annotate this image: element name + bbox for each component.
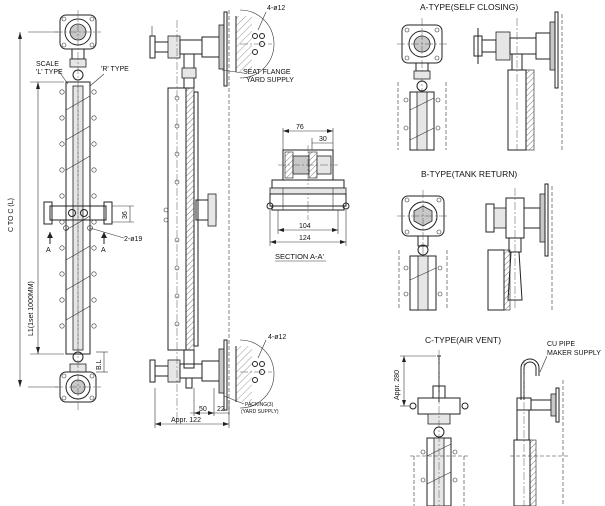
dim-76: 76 (296, 124, 304, 131)
bolt-column-right (91, 89, 97, 329)
top-detail-circle: 4-ø12 (235, 5, 285, 79)
section-mark-a: A A (46, 232, 107, 254)
seat-flange-label: SEAT FLANGE (243, 69, 291, 76)
appr-122: Appr. 122 (171, 417, 201, 424)
section-a-a-view: 76 30 104 124 SECTION A-A' (266, 124, 350, 262)
section-mark-right: A (101, 247, 106, 254)
packing-yard-label: (YARD SUPPLY) (241, 409, 279, 415)
l1-label: L1(1set 1000MM) (28, 281, 35, 336)
dim-22: 22 (217, 406, 225, 413)
appr-280: Appr. 280 (394, 370, 401, 400)
side-view: 4-ø12 SEAT FLANGE YARD SUPPLY 4-ø12 PACK… (149, 5, 294, 428)
b-type-title: B-TYPE(TANK RETURN) (421, 169, 517, 179)
l-type-label: 'L' TYPE (36, 69, 63, 76)
section-title: SECTION A-A' (275, 252, 325, 261)
holes-bottom-label: 4-ø12 (268, 334, 286, 341)
maker-supply-label: MAKER SUPPLY (547, 350, 601, 357)
dim-50: 50 (199, 406, 207, 413)
holes-2-19: 2-ø19 (124, 236, 142, 243)
a-type-view: A-TYPE(SELF CLOSING) (397, 2, 563, 151)
dim-30: 30 (319, 136, 327, 143)
yard-supply-label: YARD SUPPLY (246, 77, 294, 84)
a-type-title: A-TYPE(SELF CLOSING) (420, 2, 518, 12)
dim-36: 36 (122, 211, 129, 219)
section-mark-left: A (46, 247, 51, 254)
b-type-view: B-TYPE(TANK RETURN) (397, 169, 553, 311)
c-type-view: C-TYPE(AIR VENT) Appr. 280 (394, 335, 601, 506)
main-front-view: C TO C (L) L1(1set 1000MM) SCALE 'L' TYP… (8, 10, 142, 410)
c-to-c-label: C TO C (L) (8, 198, 15, 232)
holes-top-label: 4-ø12 (267, 5, 285, 12)
dim-124: 124 (299, 235, 311, 242)
r-type-label: 'R' TYPE (101, 66, 129, 73)
packing-label: PACKING(3) (245, 402, 274, 408)
dim-104: 104 (299, 223, 311, 230)
cu-pipe-label: CU PIPE (547, 341, 575, 348)
bottom-detail-circle: 4-ø12 (235, 334, 286, 409)
c-type-title: C-TYPE(AIR VENT) (425, 335, 501, 345)
bl-label: B.L (96, 359, 103, 370)
bolt-column-left (59, 89, 65, 329)
scale-label: SCALE (36, 61, 59, 68)
